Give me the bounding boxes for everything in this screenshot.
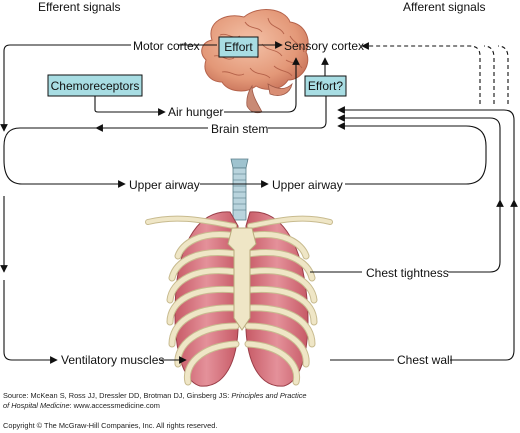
- chest-tightness-label: Chest tightness: [366, 266, 449, 280]
- source-line-1: Source: McKean S, Ross JJ, Dressler DD, …: [3, 391, 307, 400]
- sensory-cortex-label: Sensory cortex: [284, 39, 364, 53]
- chemoreceptors-box: Chemoreceptors: [47, 74, 143, 97]
- ribcage-lungs-illustration: [145, 158, 333, 387]
- air-hunger-to-sensory-line: [224, 57, 300, 113]
- chest-tightness-afferent-line: [448, 199, 504, 273]
- chemoreceptors-label: Chemoreceptors: [51, 79, 140, 93]
- efferent-to-ventilatory-line: [3, 280, 58, 364]
- afferent-dashed-line-2: [483, 45, 495, 104]
- ventilatory-muscles-label: Ventilatory muscles: [61, 353, 164, 367]
- upper-airway-right-label: Upper airway: [272, 178, 343, 192]
- brain-illustration: [201, 9, 309, 114]
- source-title-1: Principles and Practice: [231, 391, 306, 400]
- motor-to-efferent-line: [0, 44, 131, 132]
- afferent-dashed-line-3: [497, 45, 509, 104]
- chest-wall-afferent-line: [450, 199, 518, 361]
- chest-wall-label: Chest wall: [397, 353, 452, 367]
- chest-wall-to-brain-line: [337, 106, 515, 200]
- source-prefix: Source: McKean S, Ross JJ, Dressler DD, …: [3, 391, 231, 400]
- effort-box: Effort: [218, 36, 259, 58]
- chest-tightness-to-brain-line: [337, 114, 501, 200]
- source-title-2: of Hospital Medicine: [3, 401, 70, 410]
- upper-airway-left-label: Upper airway: [129, 178, 200, 192]
- effort-label: Effort: [224, 40, 253, 54]
- chemoreceptors-to-air-hunger-line: [94, 96, 166, 116]
- source-line-2: of Hospital Medicine: www.accessmedicine…: [3, 401, 160, 410]
- brain-stem-to-effort-line: [268, 96, 327, 129]
- upper-airway-afferent-loop: [337, 122, 487, 185]
- motor-cortex-label: Motor cortex: [133, 39, 200, 53]
- effort-question-box: Effort?: [304, 75, 347, 97]
- effort-question-label: Effort?: [308, 79, 343, 93]
- efferent-header: Efferent signals: [38, 0, 121, 14]
- copyright-text: Copyright © The McGraw-Hill Companies, I…: [3, 421, 217, 430]
- afferent-header: Afferent signals: [403, 0, 486, 14]
- brain-stem-to-upper-airway-line: [3, 127, 126, 188]
- afferent-dashed-line-1: [361, 42, 481, 104]
- brain-stem-label: Brain stem: [211, 122, 268, 136]
- air-hunger-label: Air hunger: [168, 105, 223, 119]
- source-suffix: : www.accessmedicine.com: [70, 401, 160, 410]
